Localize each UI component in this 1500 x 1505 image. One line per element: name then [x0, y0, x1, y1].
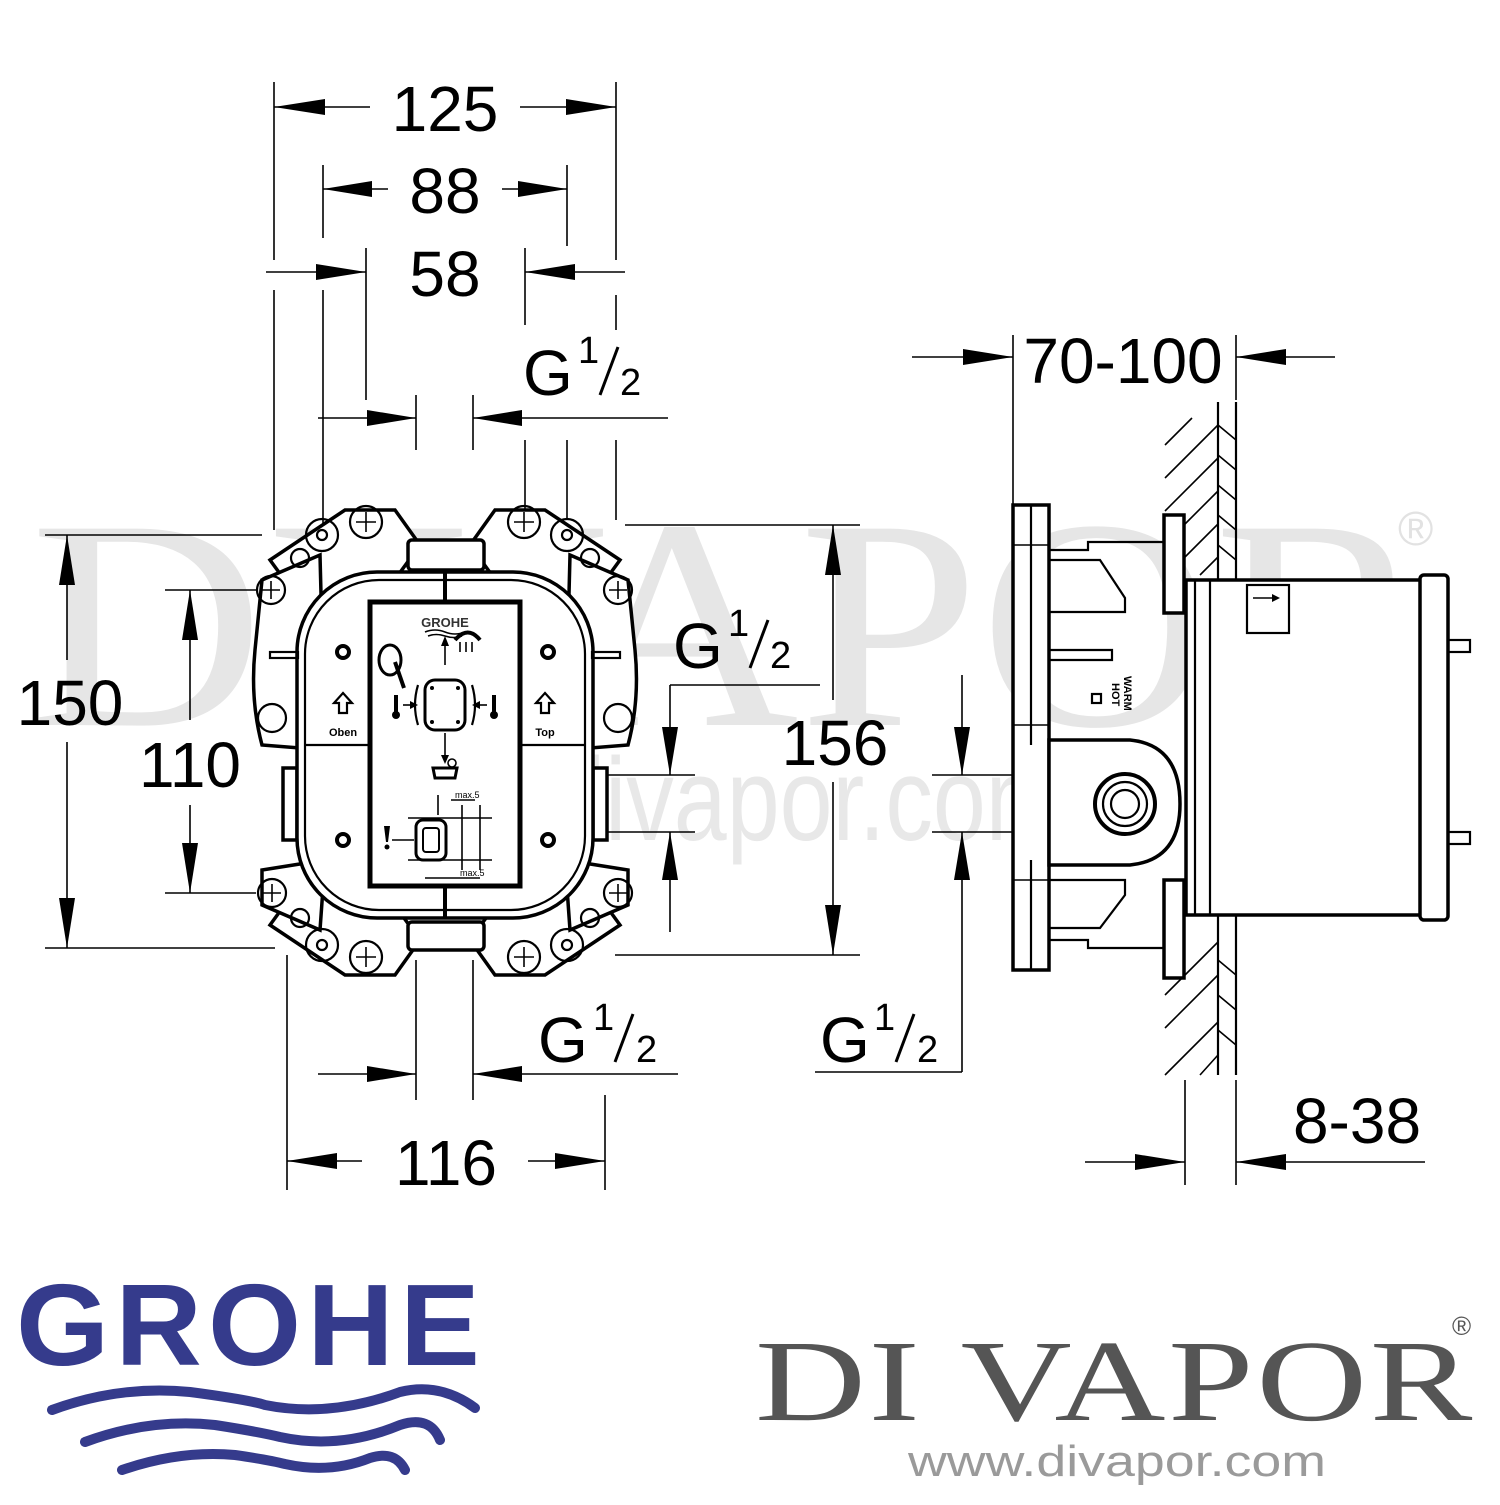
dim-overall-width: 125 [392, 73, 499, 145]
grohe-wave-icon [47, 1384, 480, 1415]
left-inlet-port [281, 766, 299, 842]
svg-text:2: 2 [636, 1029, 657, 1071]
bathtub-icon [431, 733, 459, 780]
dim-installation-depth: 70-100 [1023, 325, 1222, 397]
dim-inner-width: 88 [409, 155, 480, 227]
svg-text:Top: Top [535, 727, 555, 739]
hand-icon [377, 643, 406, 689]
divapor-url[interactable]: www.divapor.com [907, 1437, 1326, 1486]
watermark-registered: ® [1398, 503, 1433, 556]
svg-text:G: G [538, 1004, 588, 1076]
front-view-right-dimensions: 156 G 1 2 [602, 524, 889, 956]
shower-head-icon [441, 630, 482, 665]
svg-text:1: 1 [593, 997, 614, 1039]
up-arrow-right: Top [533, 691, 557, 739]
svg-text:1: 1 [728, 603, 749, 645]
grohe-wordmark: GROHE [16, 1260, 486, 1390]
svg-text:max.5: max.5 [455, 790, 480, 800]
dim-total-height: 156 [782, 707, 889, 779]
dim-wall-thickness: 8-38 [1293, 1085, 1421, 1157]
valve-cylinder [1184, 578, 1448, 917]
thread-label-bottom: G 1 2 [538, 997, 657, 1076]
wall-clip-top [1162, 513, 1186, 615]
up-arrow-left: Oben [329, 691, 357, 739]
front-view-left-dimensions: 150 110 [17, 534, 275, 949]
svg-text:max.5: max.5 [460, 868, 485, 878]
dim-bottom-width: 116 [395, 1127, 497, 1199]
thread-label-side: G 1 2 [673, 603, 791, 682]
label-warm: WARM [1121, 676, 1133, 711]
dim-overall-height: 150 [17, 667, 124, 739]
cold-thermometer-icon [392, 695, 400, 719]
svg-text:2: 2 [620, 362, 641, 404]
front-view-valve-body: Oben Top GROHE [251, 504, 639, 977]
dim-center-width: 58 [409, 238, 480, 310]
svg-text:2: 2 [770, 635, 791, 677]
divapor-logo: DI VAPOR ® www.divapor.com [755, 1311, 1475, 1486]
svg-text:G: G [673, 610, 723, 682]
dim-hole-spacing: 110 [139, 729, 241, 801]
grohe-logo: GROHE [16, 1260, 486, 1475]
label-hot: HOT [1109, 683, 1121, 707]
svg-text:1: 1 [874, 997, 895, 1039]
side-view-valve-body: HOT WARM [1011, 402, 1472, 1076]
top-outlet-port [406, 538, 486, 572]
hot-thermometer-icon [490, 695, 498, 719]
right-inlet-port [591, 766, 609, 842]
svg-text:1: 1 [578, 330, 599, 372]
svg-text:2: 2 [917, 1029, 938, 1071]
side-view-dimensions: 70-100 8-38 G 1 2 [815, 325, 1425, 1185]
divapor-wordmark: DI VAPOR [755, 1318, 1475, 1446]
installation-depth-diagram: max.5 max.5 [384, 790, 492, 879]
divapor-registered-mark: ® [1452, 1311, 1471, 1341]
mounting-holes [255, 504, 634, 975]
svg-text:Oben: Oben [329, 727, 357, 739]
thread-label-top: G 1 2 [523, 330, 641, 409]
wall-clip-bottom [1162, 878, 1186, 980]
plate-grohe-logo: GROHE [421, 615, 469, 630]
bottom-outlet-port [406, 920, 486, 952]
svg-text:G: G [523, 337, 573, 409]
front-view-bottom-dimensions: G 1 2 116 [286, 955, 678, 1199]
thread-label-side-view: G 1 2 [820, 997, 938, 1076]
cartridge-diagram-icon [403, 678, 487, 732]
svg-text:G: G [820, 1004, 870, 1076]
front-view-top-dimensions: 125 88 58 G 1 2 [266, 73, 668, 530]
